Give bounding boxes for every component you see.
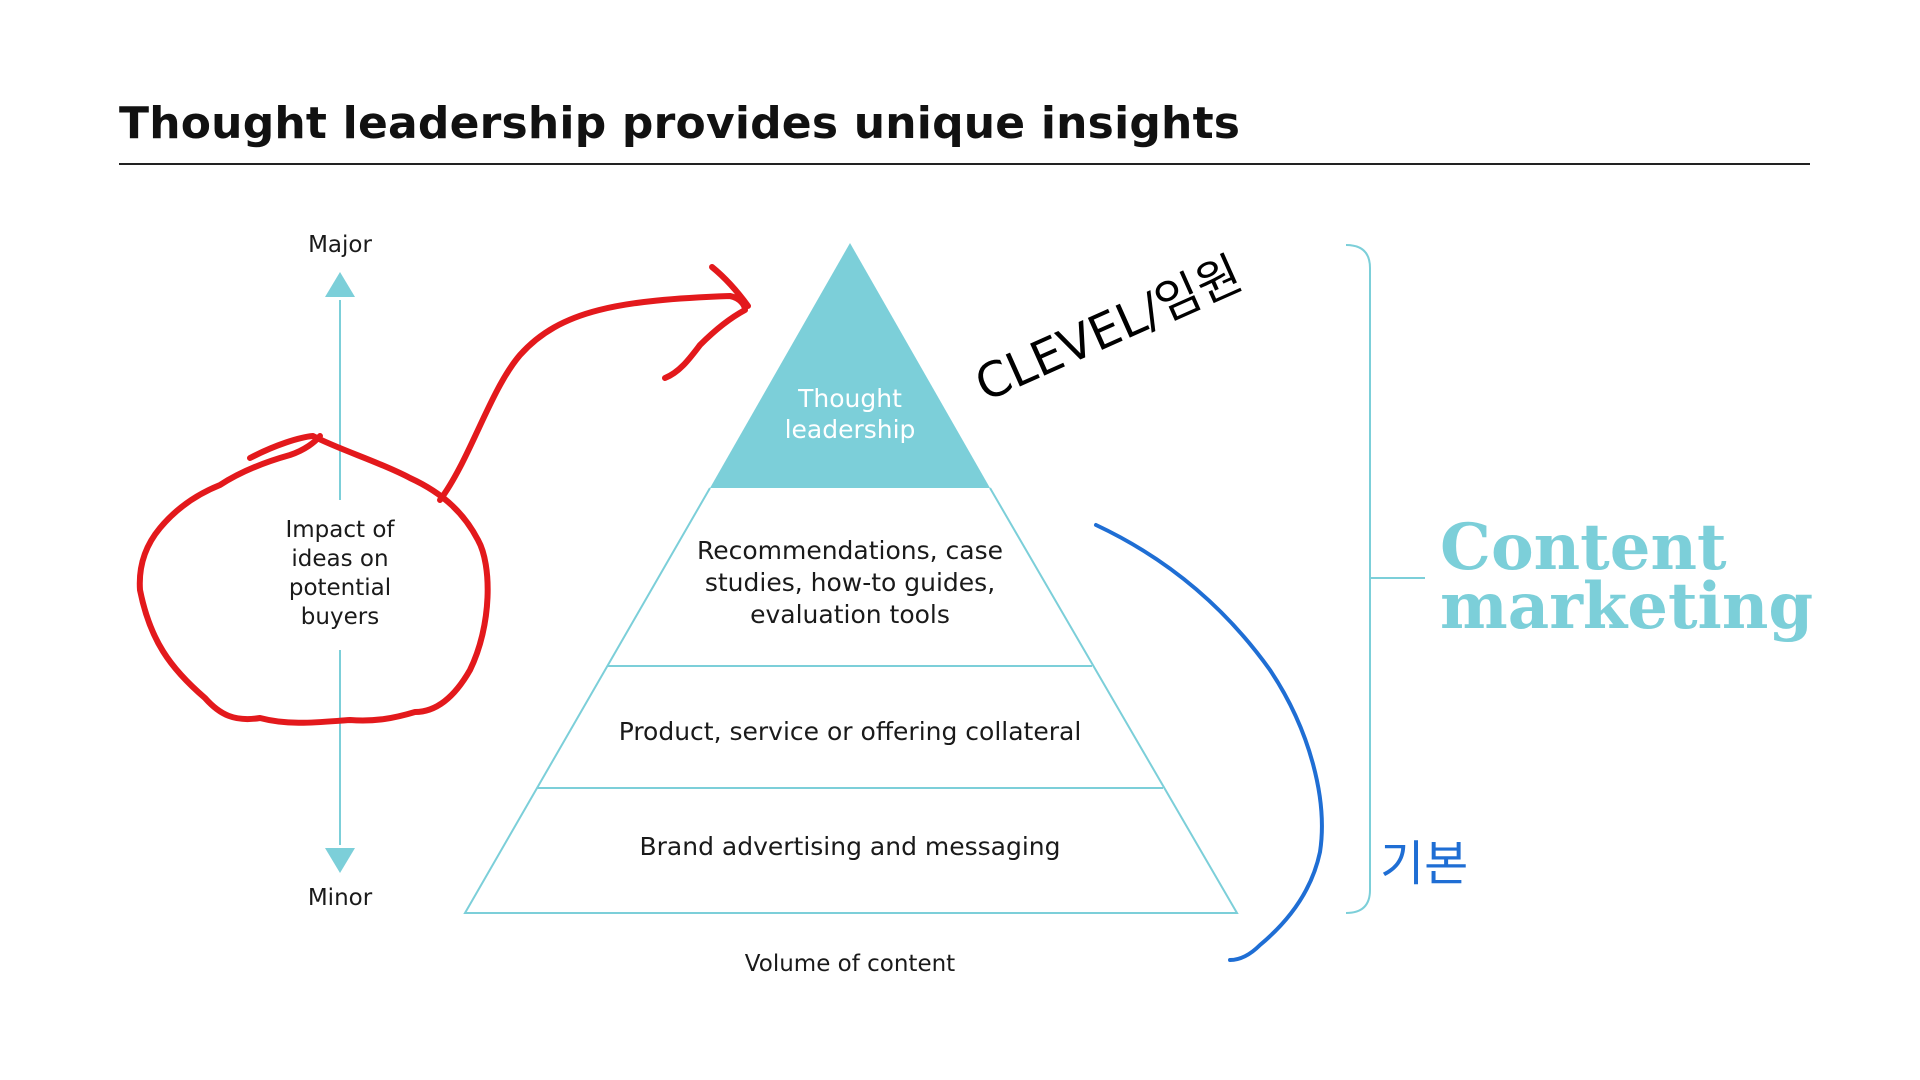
axis-center-label-3: potential bbox=[289, 575, 391, 601]
tier-1-line-1: Thought bbox=[797, 384, 902, 413]
bracket-label-1: Content bbox=[1440, 510, 1727, 585]
impact-axis: Major Minor Impact of ideas on potential… bbox=[285, 232, 395, 911]
axis-top-label: Major bbox=[308, 232, 372, 258]
tier-2-line-1: Recommendations, case bbox=[697, 536, 1003, 565]
axis-center-label-2: ideas on bbox=[291, 546, 388, 572]
handwritten-clevel-note: CLEVEL/임원 bbox=[967, 246, 1250, 413]
bracket-label-2: marketing bbox=[1440, 569, 1813, 644]
axis-bottom-label: Minor bbox=[308, 885, 373, 911]
tier-2-line-2: studies, how-to guides, bbox=[705, 568, 995, 597]
red-arrowhead-mark bbox=[709, 264, 751, 309]
tier-3-line-1: Product, service or offering collateral bbox=[619, 717, 1082, 746]
red-circle-mark bbox=[136, 433, 491, 726]
pyramid: Thought leadership Recommendations, case… bbox=[463, 243, 1239, 977]
axis-center-label-4: buyers bbox=[301, 604, 379, 630]
tier-2-line-3: evaluation tools bbox=[750, 600, 950, 629]
pyramid-base-label: Volume of content bbox=[745, 951, 955, 977]
bracket-shape bbox=[1345, 244, 1371, 914]
content-marketing-bracket: Content marketing bbox=[1345, 244, 1813, 914]
blue-curve-mark bbox=[1094, 523, 1324, 962]
pyramid-outline bbox=[463, 487, 1239, 914]
tier-4-line-1: Brand advertising and messaging bbox=[639, 832, 1060, 861]
arrow-up-icon bbox=[325, 272, 355, 297]
pyramid-tier-top bbox=[710, 243, 990, 488]
axis-center-label-1: Impact of bbox=[285, 517, 395, 543]
red-arrow-mark bbox=[437, 293, 748, 503]
arrow-down-icon bbox=[325, 848, 355, 873]
red-annotation bbox=[136, 264, 751, 726]
tier-1-line-2: leadership bbox=[785, 415, 916, 444]
title-rule bbox=[119, 163, 1810, 165]
page-title: Thought leadership provides unique insig… bbox=[119, 98, 1241, 149]
handwritten-korean-note: 기본 bbox=[1380, 836, 1468, 892]
